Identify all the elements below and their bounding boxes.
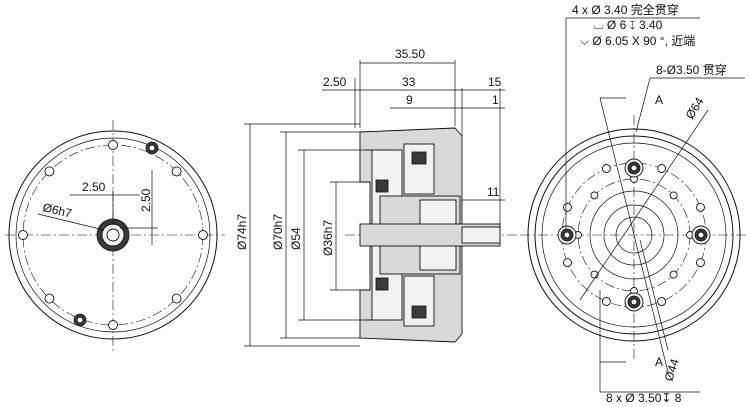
front-mount-hole xyxy=(44,293,55,304)
front-mount-hole xyxy=(44,166,55,177)
rear-hub-outer xyxy=(589,190,679,280)
note-leader-4 xyxy=(635,77,651,133)
section-mark-bottom: A xyxy=(655,355,663,369)
front-bore xyxy=(106,228,120,242)
rear-view: A A Ø64 Ø44 4 x Ø 3.40 完全贯穿 ⌴ Ø 6 ↧ 3.40… xyxy=(520,2,748,405)
rear-outer-hole xyxy=(657,297,667,306)
dim-1-text: 1 xyxy=(492,93,499,107)
section-bearing-top xyxy=(403,143,435,195)
rear-inner-hole xyxy=(669,270,678,279)
pcd64-leader xyxy=(579,109,709,301)
rear-outer-hole xyxy=(601,164,611,173)
front-mount-hole xyxy=(171,166,182,177)
rear-counterbore-hole xyxy=(697,231,705,239)
pcd44-label: Ø44 xyxy=(662,357,682,383)
rear-inner-hole xyxy=(669,191,678,200)
rear-outer-holes xyxy=(563,164,705,306)
dim-54-text: Ø54 xyxy=(289,227,303,250)
dim-9-text: 9 xyxy=(406,93,413,107)
rear-counterbore-hole xyxy=(630,164,638,172)
rear-outer-hole xyxy=(563,258,572,268)
section-gear-bottom xyxy=(419,243,457,271)
section-cut-line xyxy=(599,97,669,373)
dim-250-x-text: 2.50 xyxy=(82,180,106,194)
section-view: 35.50 33 2.50 15 9 1 11 Ø74h7 Ø70h7 Ø54 … xyxy=(235,47,520,347)
dim-11-text: 11 xyxy=(487,185,500,199)
rear-hub-mid xyxy=(603,204,665,266)
section-ball-top-2 xyxy=(375,179,389,193)
rear-inner-hole xyxy=(590,191,599,200)
section-ball-bottom-1 xyxy=(411,305,427,319)
front-mount-hole xyxy=(18,230,28,240)
rear-outer-hole xyxy=(696,258,705,268)
rear-outer-hole xyxy=(657,164,667,173)
section-gear-top xyxy=(419,199,457,227)
rear-outer-hole xyxy=(563,202,572,212)
rear-outer-rim xyxy=(527,128,741,342)
dim-33-text: 33 xyxy=(402,75,416,89)
pcd44-leader xyxy=(639,239,669,351)
note-8x-through: 8-Ø3.50 贯穿 xyxy=(656,62,727,77)
front-outer-rim xyxy=(8,130,218,340)
dim-15-text: 15 xyxy=(488,75,502,89)
rear-counterbore-holes xyxy=(557,158,711,312)
note-8x-depth: 8 x Ø 3.50↧ 8 xyxy=(606,391,682,405)
rear-counterbore-hole xyxy=(563,231,571,239)
front-inner-rim xyxy=(15,137,211,333)
rear-outer-hole xyxy=(601,297,611,306)
section-mark-top: A xyxy=(655,93,663,107)
front-mount-hole xyxy=(198,230,208,240)
front-mount-hole xyxy=(108,140,118,150)
front-screw-bottom-head xyxy=(76,316,84,324)
rear-hub-inner xyxy=(615,216,653,254)
dim-250-y-text: 2.50 xyxy=(139,188,153,212)
note-counterbore: ⌴ Ø 6 ↧ 3.40 xyxy=(594,18,663,32)
front-view: 2.50 2.50 Ø6h7 xyxy=(5,120,225,352)
section-ball-top-1 xyxy=(411,151,427,165)
section-ball-bottom-2 xyxy=(375,277,389,291)
dim-250-text: 2.50 xyxy=(323,75,347,89)
note-countersink: ⌵ Ø 6.05 X 90 °, 近端 xyxy=(580,34,695,48)
section-bearing-bottom xyxy=(403,275,435,327)
rear-rim-3 xyxy=(541,142,727,328)
rear-counterbore-hole xyxy=(630,298,638,306)
dim-74-text: Ø74h7 xyxy=(235,214,249,250)
dim-36-text: Ø36h7 xyxy=(321,220,335,256)
front-mount-hole xyxy=(108,320,118,330)
bore-leader xyxy=(37,213,105,231)
front-screw-top-head xyxy=(148,144,156,152)
rear-outer-hole xyxy=(696,202,705,212)
dim-3550-text: 35.50 xyxy=(395,47,425,61)
note-4x-through: 4 x Ø 3.40 完全贯穿 xyxy=(572,2,679,17)
section-shaft-tip xyxy=(461,226,501,244)
dim-70-text: Ø70h7 xyxy=(271,214,285,250)
rear-rim-2 xyxy=(534,135,734,335)
front-mount-holes xyxy=(18,140,208,330)
bore-label: Ø6h7 xyxy=(41,200,73,220)
front-mount-hole xyxy=(171,293,182,304)
